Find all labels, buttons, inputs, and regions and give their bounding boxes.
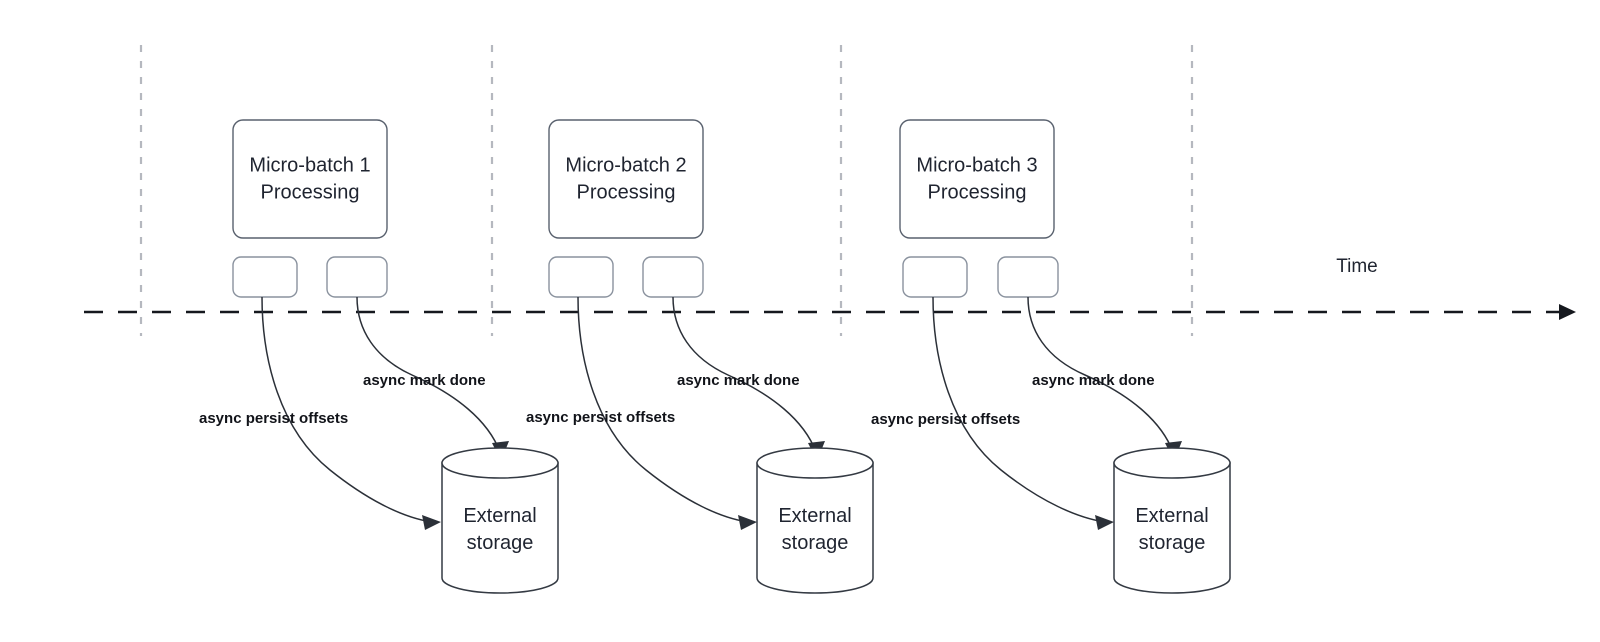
external-storage-cylinder[interactable]: External storage [756, 447, 874, 594]
edge-persist-offsets-arrow-head [738, 515, 757, 530]
cylinder-body[interactable] [1113, 462, 1231, 594]
storage-label-line2: storage [1139, 532, 1206, 554]
edge-mark-done-label: async mark done [1032, 372, 1155, 389]
edge-persist-offsets-label: async persist offsets [871, 411, 1020, 428]
cylinder-top-ellipse [441, 447, 559, 479]
external-storage-cylinder[interactable]: External storage [1113, 447, 1231, 594]
micro-batch-label-line2: Processing [928, 181, 1027, 203]
edge-mark-done: async mark done [672, 296, 825, 461]
micro-batch-box[interactable]: Micro-batch 2 Processing [548, 119, 704, 239]
edge-persist-offsets: async persist offsets [526, 296, 757, 530]
edge-persist-offsets: async persist offsets [199, 296, 441, 530]
edge-persist-offsets-arrow-head [422, 515, 441, 530]
micro-batch-box-shape[interactable] [232, 119, 388, 239]
edge-persist-offsets-label: async persist offsets [526, 409, 675, 426]
tick-lines-layer [139, 45, 1194, 336]
micro-batch-box-shape[interactable] [548, 119, 704, 239]
edge-persist-offsets-arrow-head [1095, 515, 1114, 530]
micro-batch-label-line2: Processing [261, 181, 360, 203]
edge-persist-offsets-path [261, 296, 433, 523]
storage-label-line2: storage [782, 532, 849, 554]
task-box-mark[interactable] [997, 256, 1059, 298]
edge-persist-offsets-label: async persist offsets [199, 410, 348, 427]
micro-batch-label-line1: Micro-batch 2 [565, 154, 686, 176]
task-box-persist[interactable] [902, 256, 968, 298]
edge-mark-done-path [356, 296, 501, 453]
group-2: Micro-batch 2 Processing async persist off… [526, 119, 874, 594]
edge-persist-offsets: async persist offsets [871, 296, 1114, 530]
micro-batch-box-shape[interactable] [899, 119, 1055, 239]
task-box-persist[interactable] [232, 256, 298, 298]
timeline-arrow-head [1559, 304, 1576, 320]
cylinder-body[interactable] [756, 462, 874, 594]
micro-batch-box[interactable]: Micro-batch 1 Processing [232, 119, 388, 239]
edge-persist-offsets-path [932, 296, 1106, 523]
edge-mark-done-path [1027, 296, 1174, 453]
task-box-mark[interactable] [326, 256, 388, 298]
cylinder-body[interactable] [441, 462, 559, 594]
micro-batch-box[interactable]: Micro-batch 3 Processing [899, 119, 1055, 239]
edge-mark-done-label: async mark done [677, 372, 800, 389]
time-axis-label: Time [1336, 256, 1378, 277]
micro-batch-groups-layer: Micro-batch 1 Processing async persist off… [199, 119, 1231, 594]
micro-batch-label-line1: Micro-batch 3 [916, 154, 1037, 176]
group-1: Micro-batch 1 Processing async persist off… [199, 119, 559, 594]
cylinder-top-ellipse [1113, 447, 1231, 479]
edge-mark-done: async mark done [1027, 296, 1182, 461]
group-3: Micro-batch 3 Processing async persist off… [871, 119, 1231, 594]
task-box-mark[interactable] [642, 256, 704, 298]
micro-batch-label-line2: Processing [577, 181, 676, 203]
external-storage-cylinder[interactable]: External storage [441, 447, 559, 594]
task-box-persist[interactable] [548, 256, 614, 298]
timeline-axis-layer: Time [84, 256, 1576, 320]
edge-mark-done-label: async mark done [363, 372, 486, 389]
edge-persist-offsets-path [577, 296, 749, 523]
cylinder-top-ellipse [756, 447, 874, 479]
storage-label-line1: External [1135, 505, 1208, 527]
micro-batch-label-line1: Micro-batch 1 [249, 154, 370, 176]
edge-mark-done: async mark done [356, 296, 509, 461]
storage-label-line1: External [778, 505, 851, 527]
edge-mark-done-path [672, 296, 817, 453]
storage-label-line2: storage [467, 532, 534, 554]
storage-label-line1: External [463, 505, 536, 527]
